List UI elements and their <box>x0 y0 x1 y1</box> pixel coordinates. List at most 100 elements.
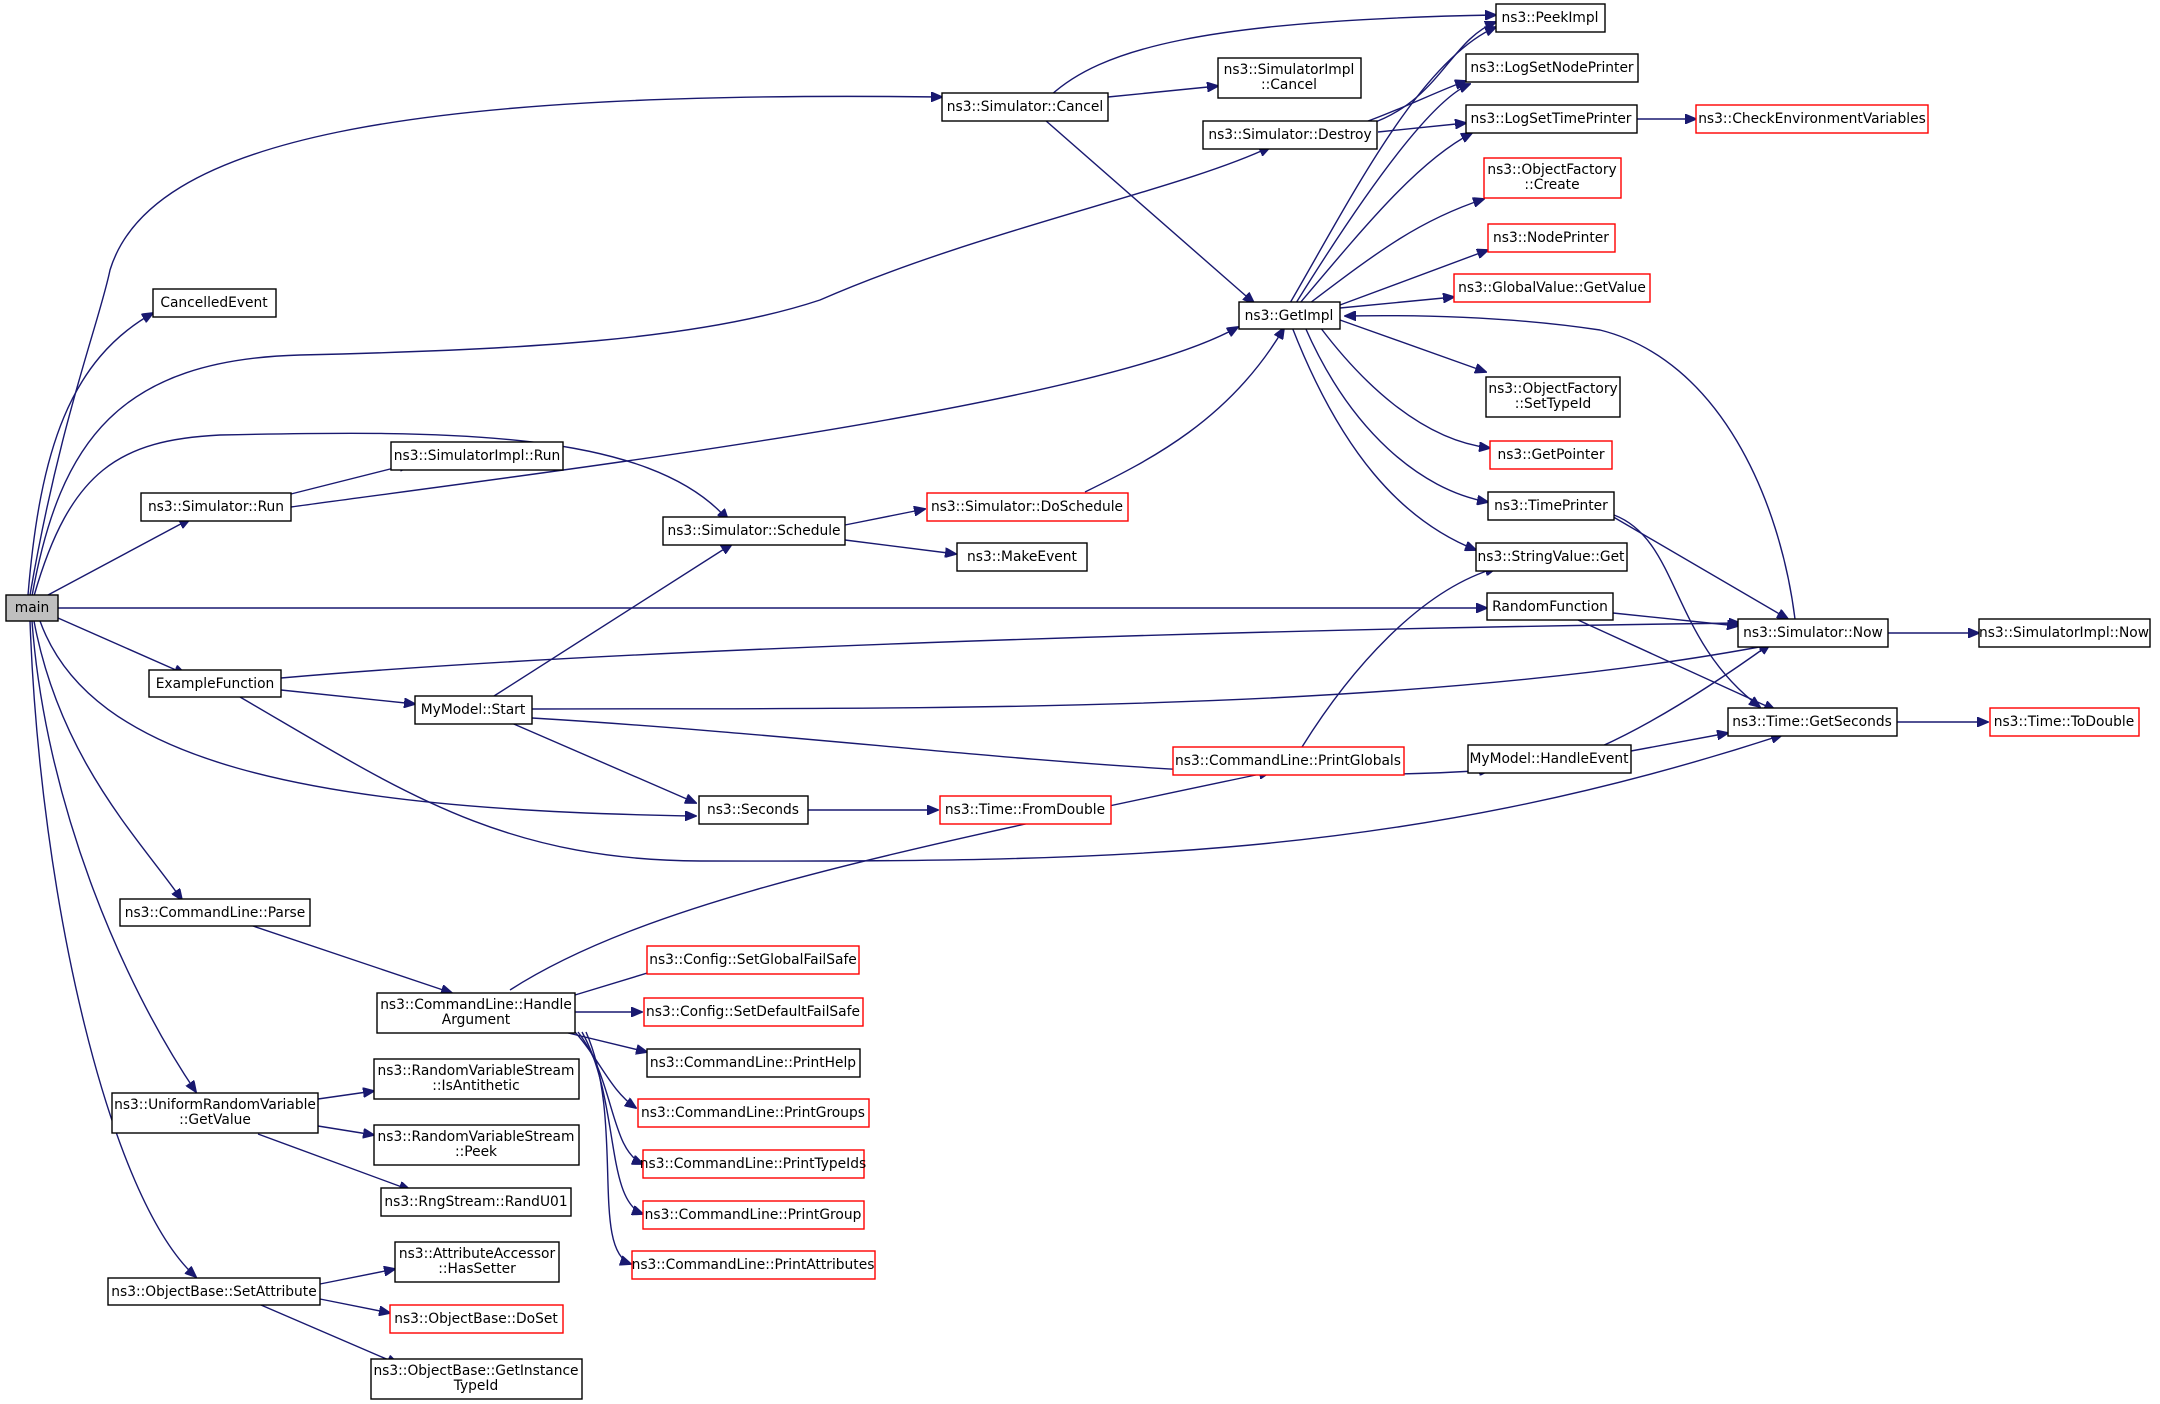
node-cfg-defaultfs[interactable]: ns3::Config::SetDefaultFailSafe <box>643 997 864 1027</box>
edge-mymodel-start-to-seconds <box>499 717 696 803</box>
node-label: ::HasSetter <box>438 1261 516 1277</box>
edge-setattr-to-getinst <box>253 1301 398 1364</box>
node-mymodel-start[interactable]: MyModel::Start <box>414 695 533 725</box>
node-cmd-printgroup[interactable]: ns3::CommandLine::PrintGroup <box>642 1200 865 1230</box>
node-seconds[interactable]: ns3::Seconds <box>698 795 809 825</box>
node-label: MyModel::HandleEvent <box>1470 751 1630 767</box>
node-label: ns3::CommandLine::Parse <box>125 905 305 921</box>
node-label: ::GetValue <box>179 1112 251 1128</box>
node-nodeprinter[interactable]: ns3::NodePrinter <box>1487 223 1616 253</box>
edge-main-to-cancelled-event <box>27 313 153 596</box>
node-sim-run[interactable]: ns3::Simulator::Run <box>140 492 292 522</box>
node-label: ns3::NodePrinter <box>1493 230 1609 246</box>
edge-mymodel-start-to-time-getseconds <box>531 645 1770 710</box>
node-time-fromdouble[interactable]: ns3::Time::FromDouble <box>939 795 1112 825</box>
node-label: ns3::Simulator::Schedule <box>667 523 840 539</box>
node-logtimeprinter[interactable]: ns3::LogSetTimePrinter <box>1465 104 1638 134</box>
node-time-todouble[interactable]: ns3::Time::ToDouble <box>1989 707 2140 737</box>
edge-setattr-to-doset <box>319 1298 390 1313</box>
node-label: RandomFunction <box>1492 599 1608 615</box>
edge-main-to-sim-cancel <box>29 96 942 596</box>
node-sim-schedule[interactable]: ns3::Simulator::Schedule <box>662 516 846 546</box>
node-timeprinter[interactable]: ns3::TimePrinter <box>1487 491 1615 521</box>
node-sim-destroy[interactable]: ns3::Simulator::Destroy <box>1202 120 1378 150</box>
node-sim-now[interactable]: ns3::Simulator::Now <box>1737 618 1889 648</box>
node-cmd-parse[interactable]: ns3::CommandLine::Parse <box>119 898 311 927</box>
edge-schedule-to-doschedule <box>844 509 925 526</box>
node-label: ns3::Config::SetDefaultFailSafe <box>646 1004 860 1020</box>
node-simimpl-cancel[interactable]: ns3::SimulatorImpl::Cancel <box>1217 57 1362 99</box>
edge-example-to-sim-now <box>280 623 1740 679</box>
node-stringvalue-get[interactable]: ns3::StringValue::Get <box>1475 542 1628 572</box>
edge-timeprinter-to-sim-now <box>1609 514 1788 619</box>
node-random-function[interactable]: RandomFunction <box>1486 592 1614 621</box>
node-aa-hassetter[interactable]: ns3::AttributeAccessor::HasSetter <box>394 1241 560 1283</box>
node-objbase-setattr[interactable]: ns3::ObjectBase::SetAttribute <box>107 1277 321 1306</box>
node-label: ns3::Simulator::Run <box>148 499 284 515</box>
node-label: ::IsAntithetic <box>432 1078 519 1094</box>
node-main[interactable]: main <box>5 594 59 622</box>
node-rvs-isanti[interactable]: ns3::RandomVariableStream::IsAntithetic <box>373 1058 580 1100</box>
node-lognodeprinter[interactable]: ns3::LogSetNodePrinter <box>1465 53 1639 83</box>
node-of-settypeid[interactable]: ns3::ObjectFactory::SetTypeId <box>1485 376 1621 418</box>
node-rng-randu01[interactable]: ns3::RngStream::RandU01 <box>380 1187 572 1217</box>
edge-handle-to-printgroup <box>581 1031 643 1214</box>
node-label: ::Cancel <box>1261 77 1317 93</box>
node-label: ns3::CommandLine::PrintGlobals <box>1175 753 1401 769</box>
edge-urv-to-isanti <box>317 1091 374 1100</box>
node-sim-cancel[interactable]: ns3::Simulator::Cancel <box>941 92 1109 122</box>
node-peekimpl[interactable]: ns3::PeekImpl <box>1495 3 1606 33</box>
edge-urv-to-randu01 <box>257 1133 410 1190</box>
node-label: ns3::Simulator::Destroy <box>1208 127 1371 143</box>
node-cmd-printgroups[interactable]: ns3::CommandLine::PrintGroups <box>637 1098 870 1128</box>
node-label: CancelledEvent <box>160 295 268 311</box>
node-rvs-peek[interactable]: ns3::RandomVariableStream::Peek <box>373 1124 580 1166</box>
edge-getimpl-to-gv-getvalue <box>1339 297 1454 309</box>
node-label: ns3::SimulatorImpl <box>1224 62 1355 78</box>
edge-main-to-sim-destroy <box>31 147 1270 597</box>
node-label: TypeId <box>453 1378 499 1394</box>
node-mymodel-handle[interactable]: MyModel::HandleEvent <box>1467 744 1632 774</box>
edge-timeprinter-to-time-getseconds <box>1613 514 1760 707</box>
edge-handle-event-to-time-getseconds <box>1630 733 1728 752</box>
edge-handle-to-printhelp <box>559 1030 647 1052</box>
node-label: ns3::Simulator::DoSchedule <box>931 499 1123 515</box>
node-cmd-printattrs[interactable]: ns3::CommandLine::PrintAttributes <box>631 1250 876 1280</box>
node-of-create[interactable]: ns3::ObjectFactory::Create <box>1483 157 1622 199</box>
node-label: ns3::RandomVariableStream <box>378 1129 575 1145</box>
node-cmd-printhelp[interactable]: ns3::CommandLine::PrintHelp <box>646 1048 861 1078</box>
node-sim-doschedule[interactable]: ns3::Simulator::DoSchedule <box>926 492 1129 522</box>
node-cancelled-event[interactable]: CancelledEvent <box>152 288 277 318</box>
edge-destroy-to-lognodeprinter <box>1359 81 1466 125</box>
node-label: ::SetTypeId <box>1515 396 1591 412</box>
node-cfg-globalfs[interactable]: ns3::Config::SetGlobalFailSafe <box>646 945 860 975</box>
node-label: ExampleFunction <box>156 676 275 692</box>
node-example-function[interactable]: ExampleFunction <box>148 669 282 698</box>
node-gv-getvalue[interactable]: ns3::GlobalValue::GetValue <box>1453 273 1651 303</box>
node-label: ns3::UniformRandomVariable <box>114 1097 316 1113</box>
edge-getimpl-to-getpointer <box>1319 326 1490 448</box>
node-label: main <box>15 600 49 616</box>
node-label: ns3::SimulatorImpl::Run <box>394 448 560 464</box>
node-label: ns3::CommandLine::PrintAttributes <box>632 1257 875 1273</box>
node-check-env[interactable]: ns3::CheckEnvironmentVariables <box>1695 104 1929 134</box>
node-simimpl-run[interactable]: ns3::SimulatorImpl::Run <box>390 441 564 471</box>
node-objbase-doset[interactable]: ns3::ObjectBase::DoSet <box>389 1304 564 1334</box>
node-label: ns3::Seconds <box>707 802 799 818</box>
node-label: ns3::ObjectBase::DoSet <box>394 1311 558 1327</box>
node-time-getseconds[interactable]: ns3::Time::GetSeconds <box>1727 707 1898 737</box>
node-getpointer[interactable]: ns3::GetPointer <box>1489 440 1613 470</box>
node-label: ns3::Simulator::Now <box>1743 625 1883 641</box>
edge-mymodel-start-to-sim-schedule <box>493 544 732 697</box>
edge-main-to-sim-run <box>47 519 190 596</box>
node-simimpl-now[interactable]: ns3::SimulatorImpl::Now <box>1978 618 2151 648</box>
node-label: ns3::GetPointer <box>1497 447 1604 463</box>
node-urv-getvalue[interactable]: ns3::UniformRandomVariable::GetValue <box>111 1092 319 1134</box>
node-cmd-printglobals[interactable]: ns3::CommandLine::PrintGlobals <box>1172 746 1405 776</box>
node-makeevent[interactable]: ns3::MakeEvent <box>956 542 1088 572</box>
node-cmd-printtypeids[interactable]: ns3::CommandLine::PrintTypeIds <box>640 1149 866 1179</box>
node-getimpl[interactable]: ns3::GetImpl <box>1238 301 1341 330</box>
